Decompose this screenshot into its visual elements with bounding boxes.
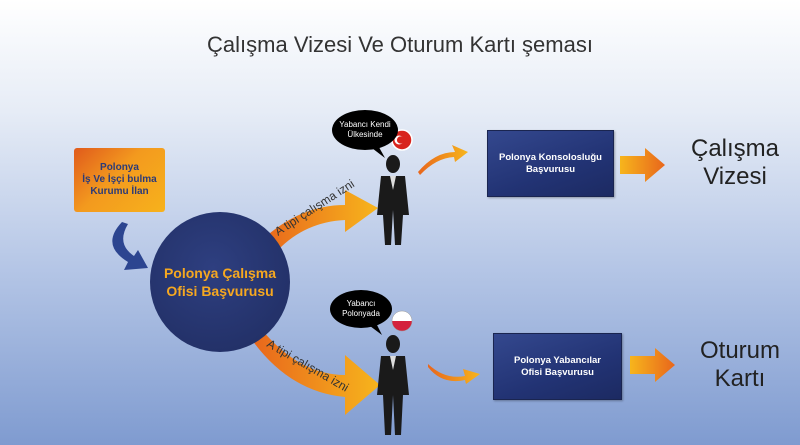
blue-curved-arrow	[112, 222, 148, 270]
lower-speech-bubble: Yabancı Polonyada	[330, 290, 392, 328]
lower-result-arrow	[630, 348, 675, 382]
office-line: Ofisi Başvurusu	[521, 366, 594, 378]
bubble-line: Ülkesinde	[347, 130, 383, 139]
source-line: Polonya	[100, 162, 139, 173]
turkey-flag-icon	[391, 129, 413, 151]
office-line: Polonya Yabancılar	[514, 354, 601, 366]
foreigners-office-box: Polonya Yabancılar Ofisi Başvurusu	[493, 333, 622, 400]
office-line: Polonya Konsolosluğu	[499, 151, 602, 163]
result-line: Çalışma	[690, 135, 780, 162]
lower-small-arrow	[428, 364, 480, 384]
source-line: İş Ve İşçi bulma	[82, 174, 157, 185]
result-line: Kartı	[714, 365, 766, 392]
diagram-title: Çalışma Vizesi Ve Oturum Kartı şeması	[207, 32, 593, 57]
person-lower-icon	[377, 335, 409, 435]
office-line: Başvurusu	[525, 163, 576, 175]
upper-speech-bubble: Yabancı Kendi Ülkesinde	[332, 110, 398, 150]
upper-result-arrow	[620, 148, 665, 182]
source-line: Kurumu İlan	[90, 186, 149, 197]
center-line: Ofisi Başvurusu	[166, 283, 274, 299]
center-line: Polonya Çalışma	[163, 265, 277, 281]
result-line: Oturum	[699, 337, 780, 364]
bubble-line: Yabancı Kendi	[339, 120, 391, 129]
person-upper-icon	[377, 155, 409, 245]
work-office-application-circle: Polonya Çalışma Ofisi Başvurusu	[150, 212, 290, 352]
lower-permit-arrow	[252, 330, 380, 415]
upper-permit-arrow	[262, 190, 378, 250]
result-line: Vizesi	[703, 163, 767, 190]
bubble-line: Yabancı	[346, 299, 376, 308]
poland-flag-icon	[391, 310, 413, 332]
upper-small-arrow	[418, 145, 468, 175]
consulate-application-box: Polonya Konsolosluğu Başvurusu	[487, 130, 614, 197]
bubble-line: Polonyada	[342, 309, 380, 318]
